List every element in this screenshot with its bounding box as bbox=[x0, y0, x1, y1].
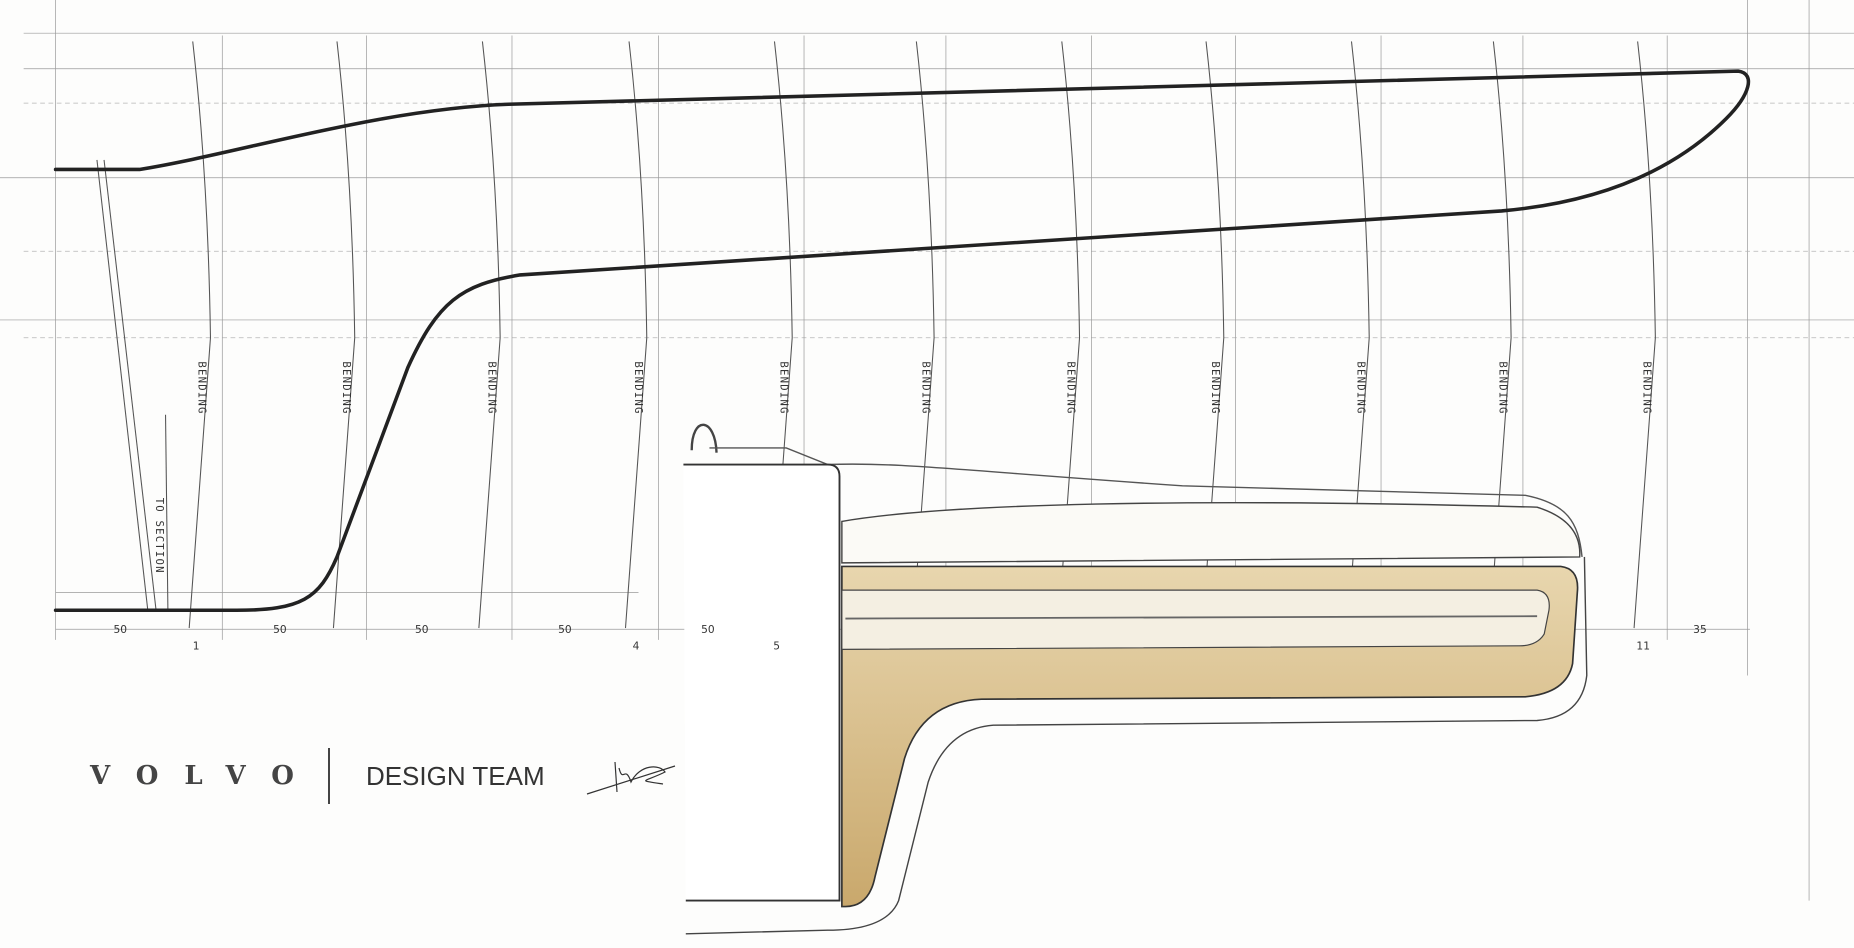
bending-label: BENDING bbox=[1496, 361, 1509, 414]
dimension-label: 35 bbox=[1693, 623, 1707, 636]
bending-station-line bbox=[332, 41, 356, 629]
design-team-label: DESIGN TEAM bbox=[365, 760, 545, 791]
bending-station-line bbox=[770, 41, 793, 629]
console-rendering bbox=[683, 423, 1588, 935]
bending-label: BENDING bbox=[777, 361, 790, 414]
bending-station-line bbox=[1201, 41, 1225, 629]
bending-station-line bbox=[478, 41, 501, 629]
dimension-label: 50 bbox=[558, 623, 572, 636]
volvo-logo: VOLVO bbox=[90, 761, 320, 791]
bending-label: BENDING bbox=[196, 361, 209, 414]
signature-icon bbox=[586, 761, 675, 795]
divider bbox=[327, 748, 330, 804]
bending-label: BENDING bbox=[1065, 361, 1078, 414]
bending-station-line bbox=[1489, 41, 1512, 629]
station-marker: 4 bbox=[633, 639, 640, 652]
construction-grid bbox=[0, 0, 1854, 901]
bending-label: BENDING bbox=[919, 361, 932, 414]
bending-stations: BENDING BENDING BENDING BENDING BENDING BENDI… bbox=[188, 35, 1668, 640]
bending-station-line bbox=[624, 41, 648, 629]
dimension-label: 50 bbox=[273, 623, 287, 636]
branding: VOLVO DESIGN TEAM bbox=[90, 748, 680, 804]
bending-label: BENDING bbox=[485, 361, 498, 414]
station-marker: 11 bbox=[1636, 639, 1650, 652]
bending-label: BENDING bbox=[1209, 361, 1222, 414]
to-section-label: TO SECTION bbox=[153, 498, 166, 574]
bending-station-line bbox=[188, 41, 211, 629]
bending-station-line bbox=[1633, 41, 1656, 629]
bending-station-line bbox=[912, 41, 935, 629]
dimension-label: 50 bbox=[114, 623, 128, 636]
section-lines: TO SECTION bbox=[96, 159, 169, 611]
bending-label: BENDING bbox=[1641, 361, 1654, 414]
dimension-labels: 50 50 50 50 50 35 1 4 5 11 bbox=[114, 623, 1707, 653]
station-marker: 1 bbox=[193, 639, 200, 652]
profile-outline bbox=[53, 69, 1751, 613]
bending-label: BENDING bbox=[1354, 361, 1367, 414]
dimension-label: 50 bbox=[701, 623, 715, 636]
bending-label: BENDING bbox=[340, 361, 353, 414]
station-marker: 5 bbox=[773, 639, 780, 652]
bending-label: BENDING bbox=[632, 361, 645, 414]
bending-station-line bbox=[1057, 41, 1081, 629]
dimension-label: 50 bbox=[415, 623, 429, 636]
